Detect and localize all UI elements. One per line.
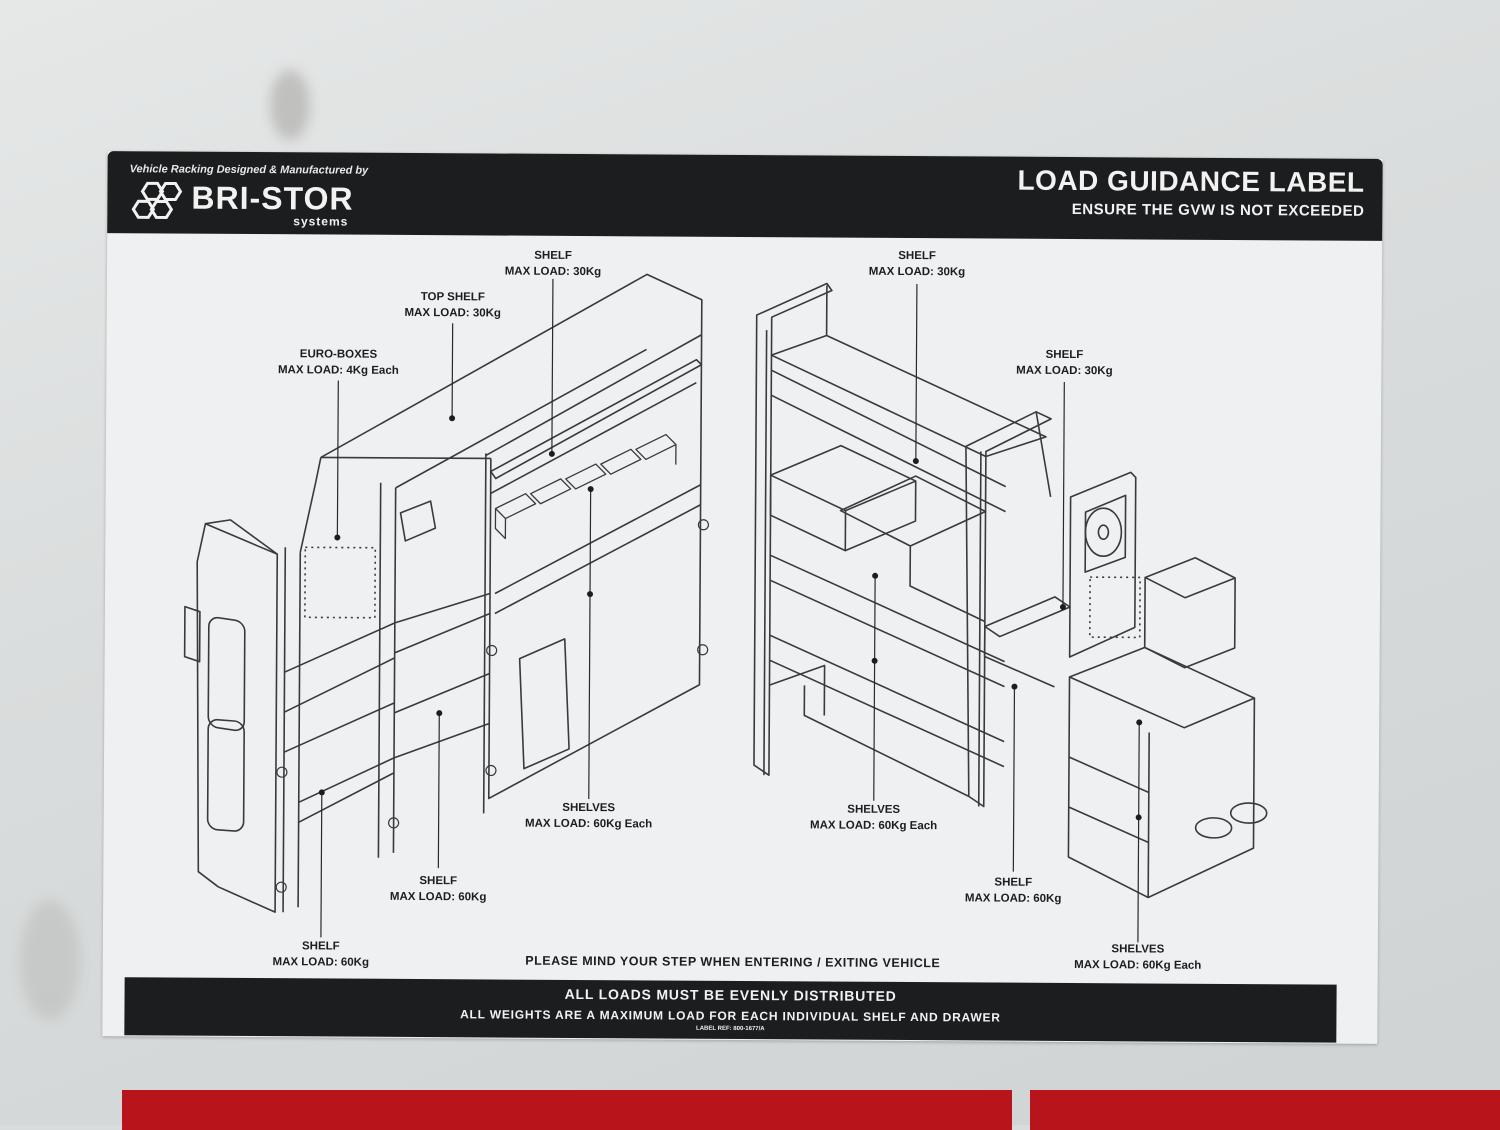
footer-line-1: ALL LOADS MUST BE EVENLY DISTRIBUTED bbox=[564, 985, 897, 1004]
step-warning: PLEASE MIND YOUR STEP WHEN ENTERING / EX… bbox=[525, 953, 941, 971]
dirt-smudge bbox=[270, 70, 310, 140]
red-panel-right bbox=[1030, 1090, 1500, 1130]
hexagon-logo-icon bbox=[131, 181, 183, 219]
racking-diagram bbox=[183, 273, 1268, 943]
footer-bar: ALL LOADS MUST BE EVENLY DISTRIBUTED ALL… bbox=[124, 977, 1337, 1043]
load-guidance-label: Vehicle Racking Designed & Manufactured … bbox=[102, 151, 1383, 1044]
dirt-smudge bbox=[20, 900, 80, 1020]
red-panel-left bbox=[122, 1090, 1012, 1130]
header-bar: Vehicle Racking Designed & Manufactured … bbox=[107, 151, 1383, 241]
